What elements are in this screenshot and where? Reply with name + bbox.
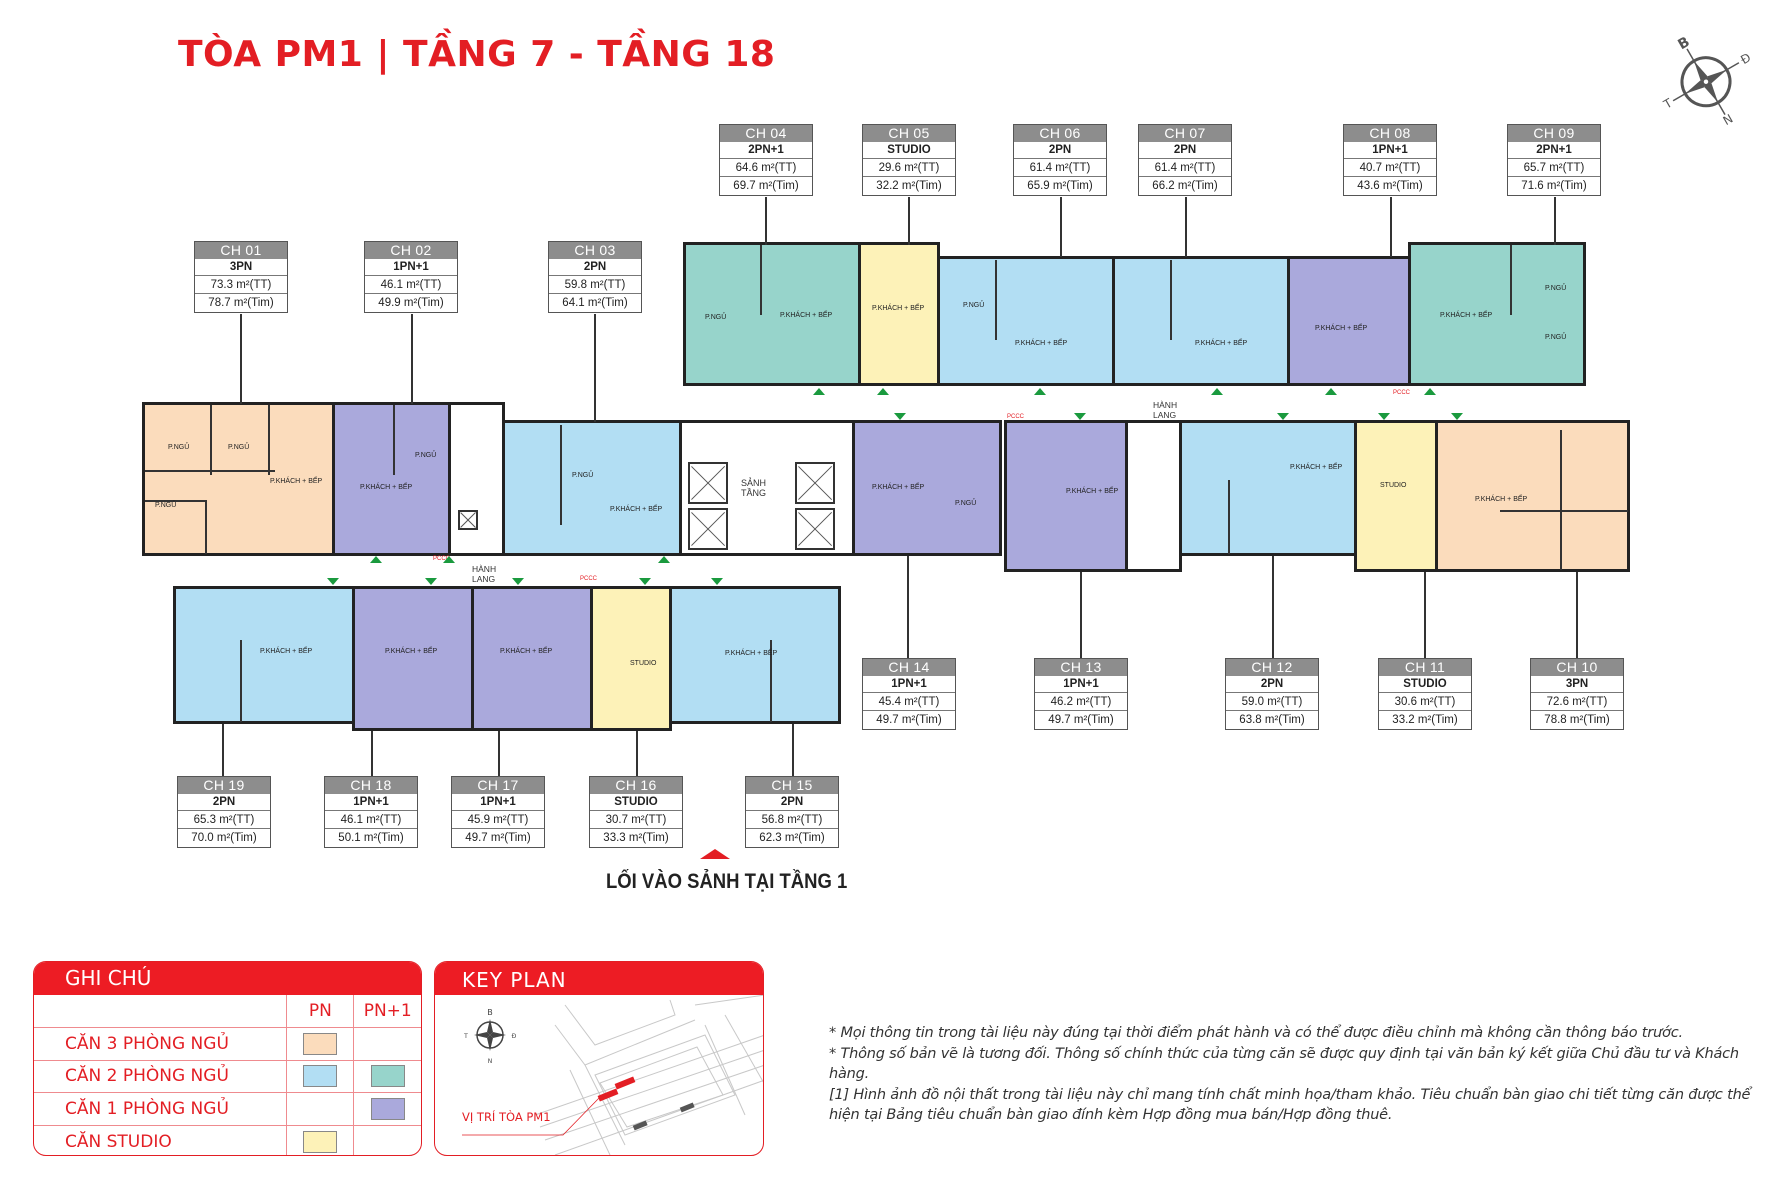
key-plan-location-label: VỊ TRÍ TÒA PM1 [462,1110,551,1124]
compass-icon: B N Đ T [1660,34,1753,129]
unit-ch06[interactable] [937,256,1115,386]
svg-text:T: T [1660,96,1675,113]
legend-row: CĂN 1 PHÒNG NGỦ [34,1092,421,1125]
unit-ch14[interactable] [852,420,1002,556]
swatch-3pn [303,1032,338,1055]
unit-ch18[interactable] [352,586,474,731]
key-plan-panel: KEY PLAN B N [434,961,764,1156]
unit-ch16[interactable] [590,586,672,731]
note-1: * Mọi thông tin trong tài liệu này đúng … [829,1025,1683,1041]
legend-panel: GHI CHÚ PN PN+1 CĂN 3 PHÒNG NGỦ CĂN 2 PH… [33,961,422,1156]
elevator [795,462,835,504]
svg-text:N: N [1721,112,1736,129]
swatch-studio [303,1130,338,1153]
lobby-label: SẢNH TẦNG [741,478,767,498]
legend-row: CĂN STUDIO [34,1124,421,1155]
swatch-1pn-plus [370,1097,405,1120]
unit-ch13[interactable] [1004,420,1128,572]
unit-ch10[interactable] [1435,420,1630,572]
elevator [795,508,835,550]
svg-text:N: N [488,1058,493,1065]
note-2: * Thông số bản vẽ là tương đối. Thông số… [829,1045,1739,1083]
unit-ch02[interactable] [332,402,451,556]
stair-core-west [448,402,505,556]
unit-ch17[interactable] [471,586,593,731]
unit-ch01[interactable] [142,402,335,556]
svg-text:Đ: Đ [512,1033,517,1040]
unit-ch15[interactable] [669,586,841,724]
disclaimer-notes: * Mọi thông tin trong tài liệu này đúng … [829,1023,1759,1126]
unit-ch03[interactable] [502,420,682,556]
svg-text:B: B [487,1008,493,1017]
unit-ch07[interactable] [1112,256,1290,386]
svg-text:B: B [1675,34,1692,53]
unit-ch19[interactable] [173,586,355,724]
svg-text:Đ: Đ [1738,50,1753,67]
svg-text:T: T [463,1033,468,1040]
corridor-label: HÀNH LANG [1153,400,1178,420]
site-map: B N Đ T [462,995,763,1155]
legend-row: CĂN 3 PHÒNG NGỦ [34,1027,421,1060]
entrance-label: LỐI VÀO SẢNH TẠI TẦNG 1 [606,870,848,893]
legend-table: PN PN+1 CĂN 3 PHÒNG NGỦ CĂN 2 PHÒNG NGỦ … [34,995,421,1155]
swatch-2pn-plus [370,1065,405,1088]
swatch-2pn [303,1065,338,1088]
key-plan-title: KEY PLAN [435,962,763,995]
legend-row: CĂN 2 PHÒNG NGỦ [34,1059,421,1093]
elevator [688,462,728,504]
legend-title: GHI CHÚ [34,962,421,995]
corridor-label: HÀNH LANG [472,564,497,584]
key-plan-compass-icon: B N Đ T [463,1008,517,1065]
unit-ch11[interactable] [1354,420,1438,572]
elevator [688,508,728,550]
unit-ch12[interactable] [1179,420,1357,556]
entrance-arrow-icon [700,849,730,859]
stair-core-east [1125,420,1182,572]
unit-ch05[interactable] [858,242,940,386]
shaft [458,510,478,530]
note-3: [1] Hình ảnh đồ nội thất trong tài liệu … [829,1086,1751,1124]
unit-ch08[interactable] [1287,256,1411,386]
page-title: TÒA PM1 | TẦNG 7 - TẦNG 18 [178,34,776,75]
unit-ch09[interactable] [1408,242,1586,386]
